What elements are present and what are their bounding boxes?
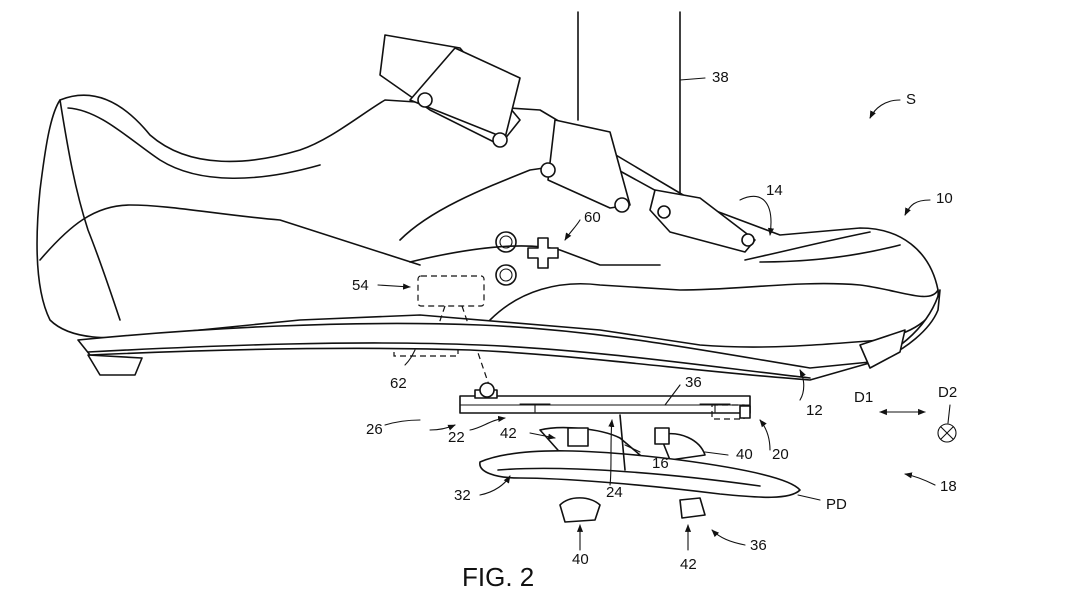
- hidden-component-54: [417, 275, 485, 307]
- label-20: 20: [772, 446, 789, 463]
- label-54: 54: [352, 277, 369, 294]
- label-16: 16: [652, 455, 669, 472]
- label-38: 38: [712, 69, 729, 86]
- shoe-upper: [36, 94, 939, 348]
- label-D2: D2: [938, 384, 957, 401]
- label-12: 12: [806, 402, 823, 419]
- cleat-plate: [459, 382, 751, 420]
- label-D1: D1: [854, 389, 873, 406]
- figure-caption: FIG. 2: [462, 562, 534, 592]
- label-36-top: 36: [685, 374, 702, 391]
- control-buttons: [495, 231, 559, 286]
- label-22: 22: [448, 429, 465, 446]
- label-40-bottom: 40: [572, 551, 589, 568]
- label-26: 26: [366, 421, 383, 438]
- label-PD: PD: [826, 496, 847, 513]
- shoe-straps: [379, 34, 756, 253]
- label-S: S: [906, 91, 916, 108]
- label-42-top: 42: [500, 425, 517, 442]
- label-62: 62: [390, 375, 407, 392]
- shoe-sole: [77, 289, 941, 381]
- label-42-bottom: 42: [680, 556, 697, 573]
- label-24: 24: [606, 484, 623, 501]
- reference-labels: 38 S 14 10 60 54 62 36 12 D1 D2 26 22 42…: [352, 69, 957, 573]
- label-40-right: 40: [736, 446, 753, 463]
- pedal: [479, 414, 801, 523]
- label-14: 14: [766, 182, 783, 199]
- label-60: 60: [584, 209, 601, 226]
- label-10: 10: [936, 190, 953, 207]
- seat-post: [577, 11, 681, 197]
- label-32: 32: [454, 487, 471, 504]
- leader-lines: [377, 77, 957, 551]
- label-36-bottom: 36: [750, 537, 767, 554]
- label-18: 18: [940, 478, 957, 495]
